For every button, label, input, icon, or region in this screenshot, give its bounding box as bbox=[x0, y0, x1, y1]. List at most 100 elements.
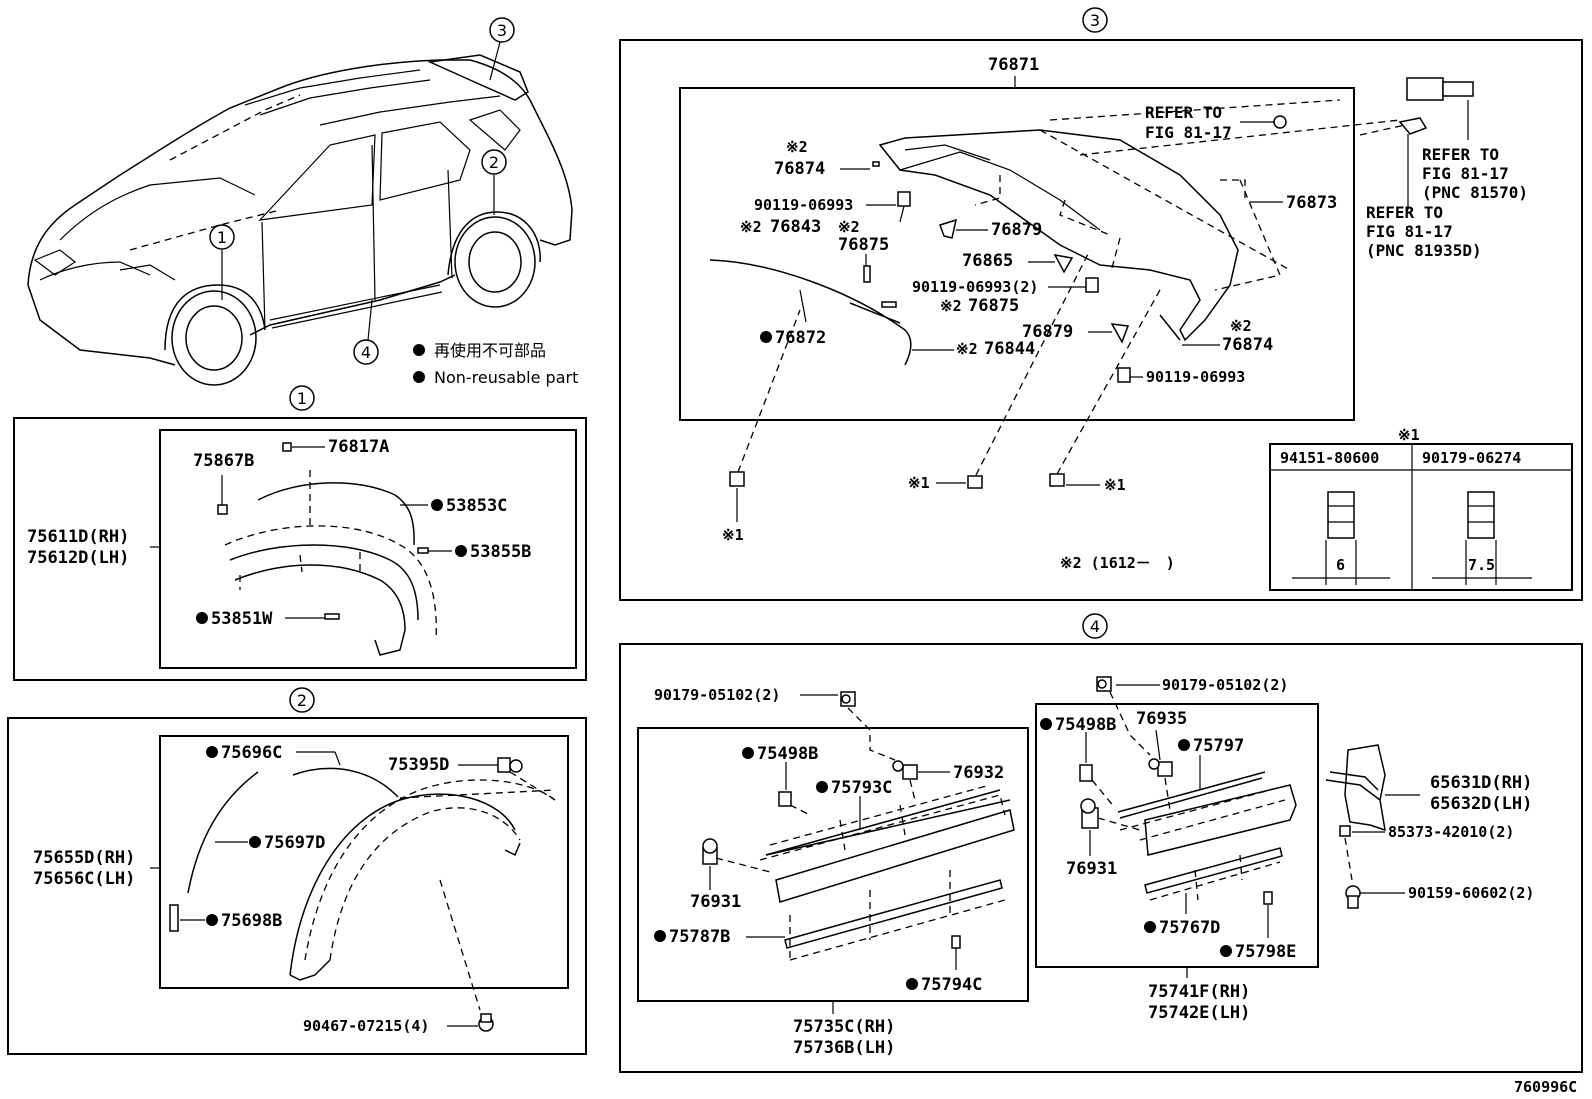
legend: 再使用不可部品 Non-reusable part bbox=[413, 341, 578, 387]
clip-76879-b bbox=[1110, 323, 1130, 344]
mark1-a: ※1 bbox=[722, 526, 744, 544]
section-4: 4 90179-05102(2) 75498B bbox=[619, 613, 1583, 1073]
label-76874-a: 76874 bbox=[774, 159, 825, 179]
label-75498B-a: 75498B bbox=[757, 744, 818, 764]
label-90179-05102-a: 90179-05102(2) bbox=[654, 686, 780, 704]
nut-table-col2: 90179-06274 bbox=[1422, 449, 1521, 467]
callout-1-overview: 1 bbox=[209, 224, 235, 250]
label-76935: 76935 bbox=[1136, 709, 1187, 729]
mark2-76874-b: ※2 bbox=[1230, 317, 1252, 335]
label-75735C: 75735C(RH) bbox=[793, 1017, 895, 1037]
nut-dim-1: 6 bbox=[1336, 556, 1345, 574]
label-76844: 76844 bbox=[984, 339, 1035, 359]
label-75612D: 75612D(LH) bbox=[27, 548, 129, 568]
callout-3-overview: 3 bbox=[489, 17, 515, 43]
mark1-c: ※1 bbox=[1104, 476, 1126, 494]
label-75498B-b: 75498B bbox=[1055, 715, 1116, 735]
label-76879-a: 76879 bbox=[991, 220, 1042, 240]
label-90179-05102-b: 90179-05102(2) bbox=[1162, 676, 1288, 694]
label-90119-06993-a: 90119-06993 bbox=[754, 196, 853, 214]
label-75697D: 75697D bbox=[264, 833, 325, 853]
label-76865: 76865 bbox=[962, 251, 1013, 271]
label-90119-06993-2: 90119-06993(2) bbox=[912, 278, 1038, 296]
label-75742E: 75742E(LH) bbox=[1148, 1003, 1250, 1023]
label-76931-a: 76931 bbox=[690, 892, 741, 912]
label-76931-b: 76931 bbox=[1066, 859, 1117, 879]
clip-90119-a bbox=[897, 191, 911, 223]
clip-76865 bbox=[1053, 253, 1074, 274]
refer-a-line2: FIG 81-17 bbox=[1145, 123, 1232, 142]
label-76879-b: 76879 bbox=[1022, 322, 1073, 342]
svg-text:3: 3 bbox=[497, 21, 507, 40]
label-75741F: 75741F(RH) bbox=[1148, 982, 1250, 1002]
legend-jp: 再使用不可部品 bbox=[434, 341, 546, 360]
refer-c-line2: FIG 81-17 bbox=[1366, 222, 1453, 241]
mark2-76844: ※2 bbox=[956, 340, 978, 358]
mark2-76874-a: ※2 bbox=[786, 138, 808, 156]
svg-text:2: 2 bbox=[489, 153, 499, 172]
refer-b-line1: REFER TO bbox=[1422, 145, 1499, 164]
clip-90119-c bbox=[1117, 367, 1131, 383]
mark1-b: ※1 bbox=[908, 474, 930, 492]
label-76875-a: 76875 bbox=[838, 235, 889, 255]
label-75787B: 75787B bbox=[669, 927, 730, 947]
label-90467-07215: 90467-07215(4) bbox=[303, 1017, 429, 1035]
section-1-callout: 1 bbox=[297, 389, 307, 408]
label-76871: 76871 bbox=[988, 55, 1039, 75]
label-90159-60602: 90159-60602(2) bbox=[1408, 884, 1534, 902]
nut-table-title: ※1 bbox=[1398, 426, 1420, 444]
label-65631D: 65631D(RH) bbox=[1430, 773, 1532, 793]
label-75656C: 75656C(LH) bbox=[33, 869, 135, 889]
label-76873: 76873 bbox=[1286, 193, 1337, 213]
nut-table-col1: 94151-80600 bbox=[1280, 449, 1379, 467]
label-75793C: 75793C bbox=[831, 778, 892, 798]
label-76817A: 76817A bbox=[328, 437, 389, 457]
vehicle-overview: 1 2 3 4 bbox=[27, 17, 573, 386]
refer-c-line3: (PNC 81935D) bbox=[1366, 241, 1482, 260]
label-85373-42010: 85373-42010(2) bbox=[1388, 823, 1514, 841]
mark2-76875-a: ※2 bbox=[838, 218, 860, 236]
label-53855B: 53855B bbox=[470, 542, 531, 562]
label-75698B: 75698B bbox=[221, 911, 282, 931]
label-76872: 76872 bbox=[775, 328, 826, 348]
mark2-76875-b: ※2 bbox=[940, 297, 962, 315]
refer-b-line2: FIG 81-17 bbox=[1422, 164, 1509, 183]
refer-a-line1: REFER TO bbox=[1145, 103, 1222, 122]
svg-text:4: 4 bbox=[361, 343, 371, 362]
diagram-id: 760996C bbox=[1514, 1078, 1577, 1096]
label-75867B: 75867B bbox=[193, 451, 254, 471]
section-3-callout: 3 bbox=[1090, 11, 1100, 30]
label-75696C: 75696C bbox=[221, 743, 282, 763]
clip-76879-a bbox=[939, 218, 958, 239]
section-1: 1 75611D(RH) 75612D(LH) 75867B 76817A 53… bbox=[13, 385, 587, 681]
label-76843: 76843 bbox=[770, 217, 821, 237]
label-75611D: 75611D(RH) bbox=[27, 527, 129, 547]
label-75395D: 75395D bbox=[388, 755, 449, 775]
label-90119-06993-b: 90119-06993 bbox=[1146, 368, 1245, 386]
callout-2-overview: 2 bbox=[481, 149, 507, 175]
svg-text:1: 1 bbox=[217, 228, 227, 247]
label-65632D: 65632D(LH) bbox=[1430, 794, 1532, 814]
nut-dim-2: 7.5 bbox=[1468, 556, 1495, 574]
mark2-76843: ※2 bbox=[740, 218, 762, 236]
label-75797: 75797 bbox=[1193, 736, 1244, 756]
section-4-callout: 4 bbox=[1090, 617, 1100, 636]
label-75736B: 75736B(LH) bbox=[793, 1038, 895, 1058]
refer-c-line1: REFER TO bbox=[1366, 203, 1443, 222]
label-76875-b: 76875 bbox=[968, 296, 1019, 316]
nut-table: ※1 94151-80600 90179-06274 6 7.5 bbox=[1269, 426, 1573, 591]
callout-4-overview: 4 bbox=[353, 339, 379, 365]
section-3: 3 76871 bbox=[619, 7, 1583, 601]
clip-90119-b bbox=[1085, 277, 1099, 293]
label-75794C: 75794C bbox=[921, 975, 982, 995]
label-76932: 76932 bbox=[953, 763, 1004, 783]
label-53851W: 53851W bbox=[211, 609, 273, 629]
footnote-range: ※2 (1612－ ) bbox=[1060, 554, 1175, 572]
label-75767D: 75767D bbox=[1159, 918, 1220, 938]
label-75798E: 75798E bbox=[1235, 942, 1296, 962]
section-2: 2 75655D(RH) 75656C(LH) 75696C 75395D 75… bbox=[7, 687, 587, 1055]
label-75655D: 75655D(RH) bbox=[33, 848, 135, 868]
label-53853C: 53853C bbox=[446, 496, 507, 516]
legend-en: Non-reusable part bbox=[434, 368, 578, 387]
